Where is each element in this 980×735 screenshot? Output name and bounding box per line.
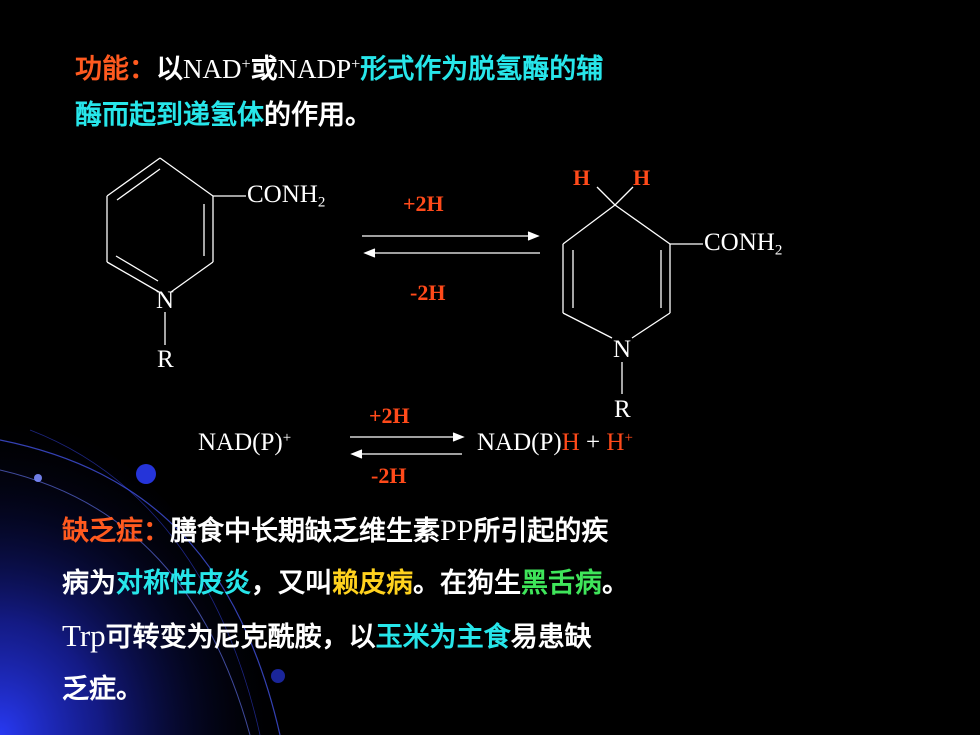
deficiency-paragraph: 缺乏症：膳食中长期缺乏维生素PP所引起的疾 病为对称性皮炎，又叫赖皮病。在狗生黑… <box>62 505 629 716</box>
function-line-2: 酶而起到递氢体的作用。 <box>75 100 372 131</box>
equilibrium-arrows-2 <box>350 432 465 459</box>
function-heading: 功能： <box>75 54 156 85</box>
nadp-plus-label: NAD(P)+ <box>198 429 292 456</box>
nadph-label: NAD(P)H + H+ <box>477 429 633 456</box>
right-r-label: R <box>614 396 631 423</box>
function-line-1: 功能：以NAD+或NADP+形式作为脱氢酶的辅 <box>75 54 604 85</box>
left-pyridine-ring <box>106 157 246 345</box>
deficiency-line-3: Trp可转变为尼克酰胺，以玉米为主食易患缺 <box>62 618 592 653</box>
deficiency-line-4: 乏症。 <box>62 674 143 705</box>
left-conh2-label: CONH2 <box>247 181 326 211</box>
reverse-2h-label: -2H <box>410 280 446 305</box>
equilibrium-arrows-1 <box>362 231 540 258</box>
forward-2h-label: +2H <box>403 191 444 216</box>
decoration-dot <box>136 464 156 484</box>
nad-text: NAD <box>183 54 242 84</box>
reverse-2h-label-2: -2H <box>371 463 407 488</box>
right-n-label: N <box>613 336 632 363</box>
decoration-dot <box>34 474 42 482</box>
deficiency-line-2: 病为对称性皮炎，又叫赖皮病。在狗生黑舌病。 <box>62 568 629 599</box>
deficiency-heading: 缺乏症： <box>62 516 170 547</box>
nadp-text: NADP <box>277 54 352 84</box>
decoration-dot <box>271 669 285 683</box>
right-conh2-label: CONH2 <box>704 229 783 259</box>
left-n-label: N <box>156 287 175 314</box>
left-r-label: R <box>157 346 174 373</box>
right-h1-label: H <box>573 165 591 190</box>
forward-2h-label-2: +2H <box>369 403 410 428</box>
deficiency-line-1: 缺乏症：膳食中长期缺乏维生素PP所引起的疾 <box>62 514 609 547</box>
right-h2-label: H <box>633 165 651 190</box>
right-dihydropyridine-ring <box>562 186 703 394</box>
function-paragraph: 功能：以NAD+或NADP+形式作为脱氢酶的辅 酶而起到递氢体的作用。 <box>75 46 603 139</box>
